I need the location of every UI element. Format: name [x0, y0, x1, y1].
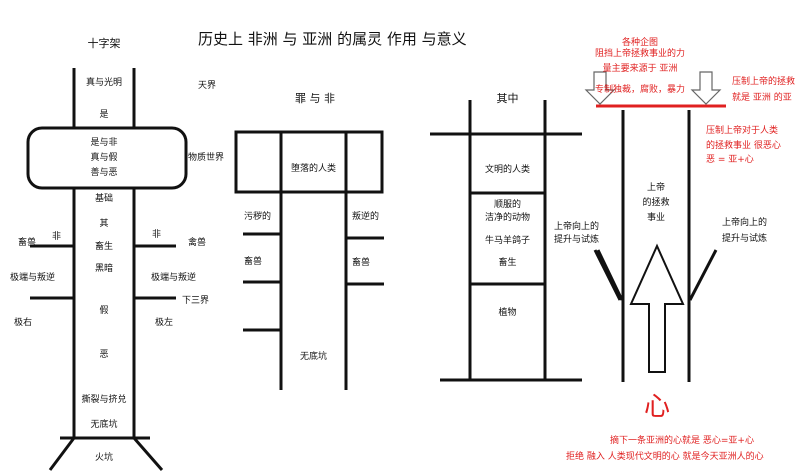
sin-left-label-2: 畜兽: [244, 257, 263, 267]
right-trial-label-2: 提升与试炼: [722, 234, 768, 244]
foundation-label: 基础: [94, 194, 113, 204]
cross-top-label-1: 真与光明: [85, 78, 122, 88]
sin-heading: 罪 与 非: [295, 92, 335, 105]
material-world-label: 物质世界: [188, 153, 225, 163]
down-arrow-left: [584, 71, 616, 105]
cross-bottom-label-1: 撕裂与挤兑: [81, 395, 127, 405]
bottom-note-2: 拒绝 融入 人类现代文明的心 就是今天亚洲人的心: [566, 452, 764, 462]
center-label-1: 其: [99, 219, 109, 229]
left-branch-label-2: 畜兽: [18, 238, 37, 248]
note-top-2: 阻挡上帝拯救事业的力: [594, 49, 685, 59]
center-label-5: 恶: [99, 350, 109, 360]
cross-bottom-label-2: 无底坑: [90, 420, 118, 430]
right-right-diagonal: [688, 249, 718, 301]
cross-bottom-leg-right: [132, 437, 164, 471]
right-trial-label-1: 上帝向上的: [722, 218, 768, 228]
animals-label-3: 牛马羊鸽子: [484, 236, 530, 246]
left-branch-label-4: 极右: [14, 318, 33, 328]
box-line-3: 善与恶: [90, 168, 118, 178]
cross-box: [26, 126, 188, 190]
diagram-title: 历史上 非洲 与 亚洲 的属灵 作用 与意义: [198, 30, 467, 48]
box-line-2: 真与假: [90, 153, 118, 163]
sin-right-label-1: 叛逆的: [352, 212, 380, 222]
right-branch-label-5: 极左: [155, 318, 174, 328]
god-salvation-label-1: 上帝: [646, 183, 665, 193]
note-top-4: 专制独裁，腐败，暴力: [594, 85, 685, 95]
right-left-diagonal: [596, 249, 624, 301]
note-side-4: 的拯救事业 很恶心: [706, 141, 781, 151]
middle-trial-label-1: 上帝向上的: [554, 222, 600, 232]
right-branch-label-2: 禽兽: [188, 238, 207, 248]
left-branch-label-3: 极端与叛逆: [10, 273, 56, 283]
sin-pit-label: 无底坑: [299, 352, 327, 362]
note-side-1: 压制上帝的拯救: [732, 77, 796, 87]
plants-label: 植物: [498, 308, 517, 318]
cross-bottom-leg-left: [48, 437, 76, 471]
god-salvation-label-3: 事业: [646, 213, 665, 223]
bottom-note-1: 摘下一条亚洲的心就是 恶心=亚+心: [610, 436, 754, 446]
animals-label-4: 畜生: [498, 258, 517, 268]
box-line-1: 是与非: [90, 138, 118, 148]
god-salvation-label-2: 的拯救: [642, 198, 670, 208]
right-branch-label-3: 极端与叛逆: [151, 273, 197, 283]
middle-heading: 其中: [496, 92, 519, 105]
center-label-2: 畜生: [94, 242, 113, 252]
middle-trial-label-2: 提升与试炼: [554, 235, 600, 245]
fire-pit-label: 火坑: [94, 453, 113, 463]
note-side-2: 就是 亚洲 的亚: [732, 93, 792, 103]
animals-label-1: 顺服的: [493, 200, 521, 210]
center-label-4: 假: [99, 306, 109, 316]
animals-label-2: 洁净的动物: [484, 213, 530, 223]
sin-box: [234, 130, 384, 194]
big-up-arrow: [629, 243, 685, 373]
right-branch-label-4: 下三界: [182, 296, 210, 306]
note-top-3: 量主要来源于 亚洲: [602, 64, 678, 74]
sin-right-label-2: 畜兽: [352, 258, 371, 268]
note-side-5: 恶 = 亚+心: [706, 155, 754, 165]
sin-left-label-1: 污秽的: [244, 212, 272, 222]
cross-top-label-2: 是: [99, 110, 109, 120]
heaven-label: 天界: [198, 81, 217, 91]
right-branch-label-1: 非: [152, 230, 162, 240]
heart-character: 心: [643, 392, 670, 422]
fallen-humanity-label: 堕落的人类: [290, 164, 336, 174]
civilized-humanity-label: 文明的人类: [484, 165, 530, 175]
left-branch-label-1: 非: [52, 232, 62, 242]
cross-heading: 十字架: [87, 37, 121, 50]
middle-trial-diagonal: [593, 249, 622, 301]
note-side-3: 压制上帝对于人类: [706, 126, 779, 136]
center-label-3: 黑暗: [94, 264, 113, 274]
note-top-1: 各种企图: [621, 38, 658, 48]
down-arrow-right: [690, 71, 722, 105]
